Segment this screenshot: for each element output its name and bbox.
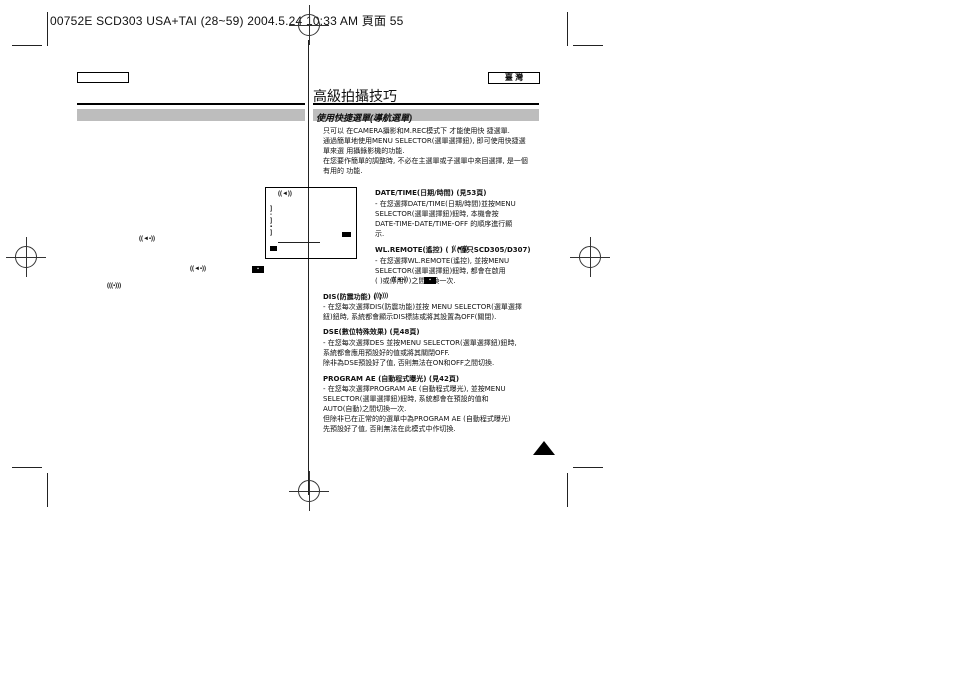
item-line: - 在您每次選擇DES 並按MENU SELECTOR(選單選擇鈕)鈕時,	[323, 339, 517, 347]
registration-mark	[289, 5, 329, 45]
crop-mark	[12, 45, 42, 46]
remote-icon: ((◄▪))	[452, 246, 469, 252]
registration-mark	[570, 237, 610, 277]
language-box-left	[77, 72, 129, 83]
page-title: 高級拍攝技巧	[313, 89, 397, 105]
item-line: DATE-TIME-DATE/TIME-OFF 的順序進行顯	[375, 220, 513, 228]
fold-line	[308, 40, 309, 495]
item-heading: PROGRAM AE (自動程式曝光) (見42頁)	[323, 375, 460, 383]
crop-mark	[47, 12, 48, 46]
registration-mark	[6, 237, 46, 277]
intro-line: 只可以 在CAMERA攝影和M.REC模式下 才能使用快 捷選單.	[323, 127, 510, 135]
item-line: 鈕)鈕時, 系統都會顯示DIS標誌或將其設置為OFF(關閉).	[323, 313, 497, 321]
item-line: - 在您每次選擇PROGRAM AE (自動程式曝光), 並按MENU	[323, 385, 506, 393]
file-header: 00752E SCD303 USA+TAI (28~59) 2004.5.24 …	[50, 14, 404, 28]
crop-mark	[567, 12, 568, 46]
screen-line	[278, 242, 320, 243]
item-heading: DIS(防震功能) ( )	[323, 293, 383, 301]
screen-indicator	[270, 246, 277, 251]
registration-mark	[289, 471, 329, 511]
crop-mark	[12, 467, 42, 468]
item-line: SELECTOR(選單選擇鈕)鈕時, 系統都會在預設的值和	[323, 395, 489, 403]
title-rule-left	[77, 103, 305, 105]
remote-off-icon: ▪	[424, 277, 436, 284]
item-line: 系統都會應用預設好的值或將其關閉OFF.	[323, 349, 450, 357]
intro-line: 單來選 用攝錄影機的功能.	[323, 147, 405, 155]
remote-icon: ((◄▪))	[139, 236, 156, 242]
item-line: SELECTOR(選單選擇鈕)鈕時, 本機會按	[375, 210, 499, 218]
remote-icon: ((◄▪))	[190, 266, 207, 272]
hand-shake-icon: (((▪)))	[107, 283, 122, 289]
item-heading: DSE(數位特殊效果) (見48頁)	[323, 328, 420, 336]
crop-mark	[573, 45, 603, 46]
item-line: 先預設好了值, 否則無法在此模式中作切換.	[323, 425, 456, 433]
item-line: 示.	[375, 230, 385, 238]
item-heading: WL.REMOTE(遙控) ( ) (僅只SCD305/D307)	[375, 246, 531, 254]
item-line: ( )或停用( )之間切換一次.	[375, 277, 456, 285]
left-gray-bar	[77, 109, 305, 121]
hand-shake-icon: (((▪)))	[374, 293, 389, 299]
intro-line: 通過簡單地使用MENU SELECTOR(選單選擇鈕), 即可使用快捷選	[323, 137, 526, 145]
item-line: AUTO(自動)之間切換一次.	[323, 405, 407, 413]
region-label: 臺 灣	[488, 72, 540, 84]
section-bar	[313, 109, 539, 121]
screen-indicator	[342, 232, 351, 237]
item-line: - 在您選擇WL.REMOTE(遙控), 並按MENU	[375, 257, 510, 265]
title-rule-right	[313, 103, 539, 105]
section-title: 使用快捷選單(導航選單)	[316, 113, 412, 123]
remote-icon: ((◄▪))	[392, 277, 409, 283]
remote-off-icon: ▪	[252, 266, 264, 273]
item-line: SELECTOR(選單選擇鈕)鈕時, 都會在啟用	[375, 267, 506, 275]
item-heading: DATE/TIME(日期/時間) (見53頁)	[375, 189, 487, 197]
crop-mark	[47, 473, 48, 507]
intro-line: 在您要作簡單的調整時, 不必在主選單或子選單中來回選擇, 是一個	[323, 157, 528, 165]
item-line: - 在您選擇DATE/TIME(日期/時間)並按MENU	[375, 200, 516, 208]
item-line: 除非為DSE預設好了值, 否則無法在ON和OFF之間切換.	[323, 359, 495, 367]
remote-icon: ((◄))	[278, 191, 292, 197]
viewfinder-illustration: ((◄)) ]-]▪]	[265, 187, 357, 259]
intro-line: 有用的 功能.	[323, 167, 363, 175]
item-line: - 在您每次選擇DIS(防震功能)並按 MENU SELECTOR(選單選擇	[323, 303, 522, 311]
page-up-triangle-icon	[533, 441, 555, 455]
crop-mark	[567, 473, 568, 507]
screen-marks: ]-]▪]	[270, 206, 273, 236]
item-line: 但除非已在正常的的選單中為PROGRAM AE (自動程式曝光)	[323, 415, 511, 423]
crop-mark	[573, 467, 603, 468]
